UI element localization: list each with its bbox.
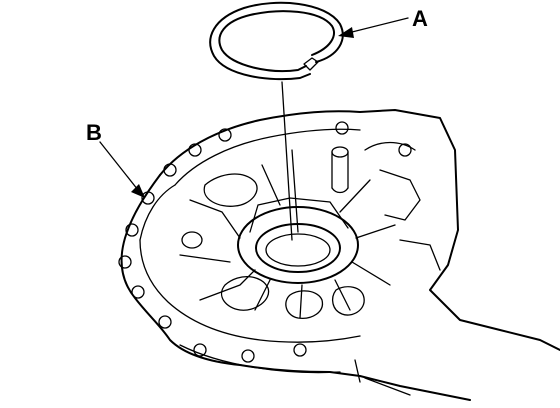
snap-ring-part-a: [209, 1, 344, 81]
callout-a-leader: [338, 17, 409, 38]
callout-label-b: B: [86, 120, 102, 145]
callout-b-leader: [99, 141, 145, 198]
transmission-housing-part-b: [118, 109, 560, 401]
callout-label-a: A: [412, 6, 428, 31]
assembly-guide-line: [281, 81, 299, 241]
